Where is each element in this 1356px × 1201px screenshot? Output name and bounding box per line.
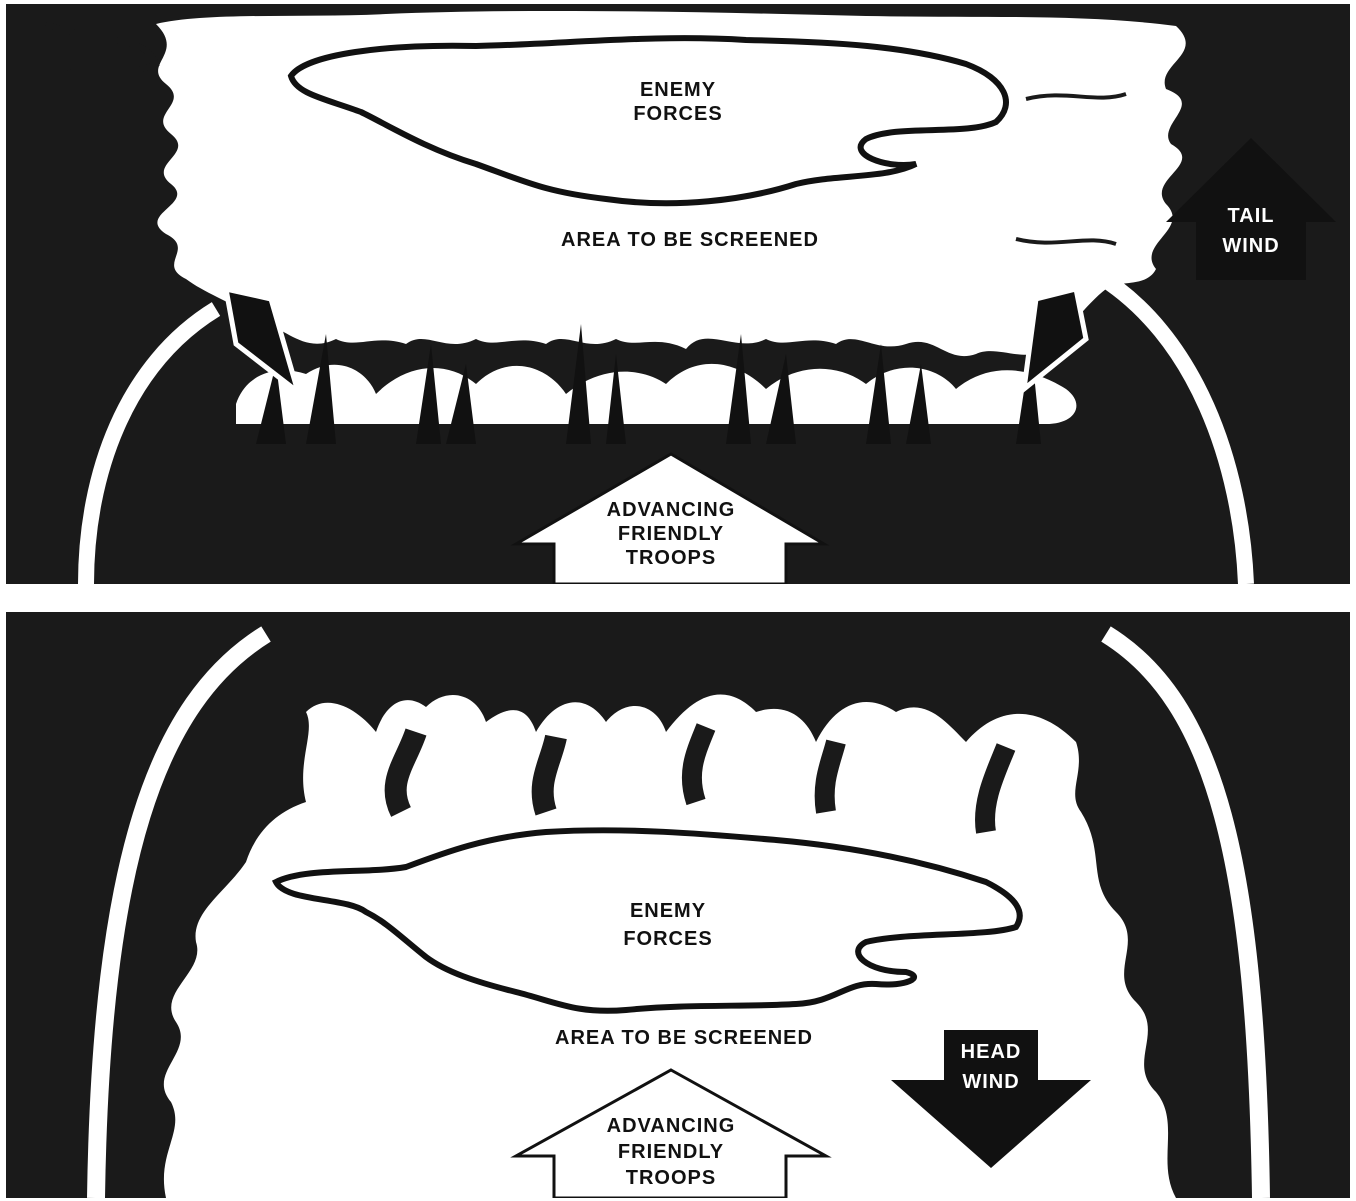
wind-label-line2: WIND <box>1222 235 1279 257</box>
area-to-be-screened-label: AREA TO BE SCREENED <box>555 1027 813 1049</box>
advancing-troops-arrow-icon <box>510 452 830 584</box>
area-to-be-screened-label: AREA TO BE SCREENED <box>561 229 819 251</box>
enemy-label-line2: FORCES <box>633 103 722 125</box>
troops-label-line2: FRIENDLY <box>618 523 724 545</box>
vegetation <box>236 324 1077 444</box>
head-wind-arrow-icon <box>891 1030 1091 1168</box>
flank-curve-left <box>78 302 221 584</box>
head-wind-diagram: ENEMY FORCES AREA TO BE SCREENED HEAD WI… <box>87 626 1270 1198</box>
enemy-forces-area <box>271 827 1023 1014</box>
tail-wind-diagram: ENEMY FORCES AREA TO BE SCREENED TAIL WI… <box>44 10 1336 584</box>
flank-curve-right <box>1091 267 1254 584</box>
enemy-label-line1: ENEMY <box>630 900 706 922</box>
tail-wind-arrow-icon <box>1166 138 1336 280</box>
wisp <box>1015 237 1117 246</box>
flank-curve-right <box>1101 626 1270 1198</box>
wind-label-line1: HEAD <box>961 1041 1022 1063</box>
wisp <box>44 21 160 77</box>
left-flank-arrow-icon <box>222 285 303 399</box>
gap <box>975 743 1016 834</box>
enemy-forces-area <box>287 35 1009 207</box>
wind-label-line1: TAIL <box>1228 205 1275 227</box>
wind-label-line2: WIND <box>962 1071 1019 1093</box>
gap <box>681 723 716 806</box>
gap <box>384 728 427 817</box>
head-wind-panel: ENEMY FORCES AREA TO BE SCREENED HEAD WI… <box>6 612 1350 1198</box>
wisp <box>1025 92 1127 101</box>
troops-label-line1: ADVANCING <box>607 1115 736 1137</box>
troops-label-line1: ADVANCING <box>607 499 736 521</box>
enemy-label-line2: FORCES <box>623 928 712 950</box>
troops-label-line3: TROOPS <box>626 1167 716 1189</box>
gap <box>814 739 846 814</box>
enemy-label-line1: ENEMY <box>640 79 716 101</box>
gap <box>531 734 567 816</box>
advancing-troops-arrow-icon <box>510 1068 832 1198</box>
troops-label-line3: TROOPS <box>626 547 716 569</box>
flank-curve-left <box>87 626 271 1198</box>
troops-label-line2: FRIENDLY <box>618 1141 724 1163</box>
right-flank-arrow-icon <box>1020 285 1089 395</box>
tail-wind-panel: ENEMY FORCES AREA TO BE SCREENED TAIL WI… <box>6 4 1350 584</box>
